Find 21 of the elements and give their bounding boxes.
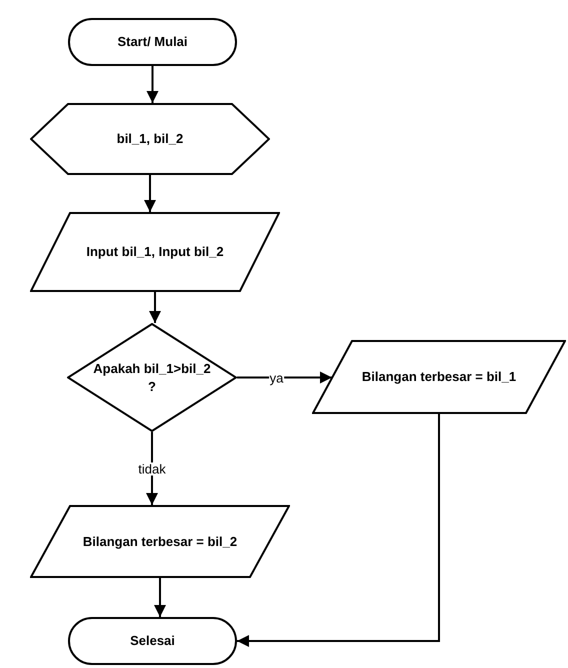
io-parallelogram — [312, 340, 566, 414]
arrow — [144, 175, 156, 212]
arrow — [237, 414, 440, 647]
terminator-shape — [68, 18, 237, 66]
node-text: Apakah bil_1>bil_2 ? — [92, 360, 212, 396]
node-text: Input bil_1, Input bil_2 — [86, 243, 224, 261]
node-text: Selesai — [130, 632, 175, 650]
arrow — [146, 66, 158, 103]
node-text: Bilangan terbesar = bil_2 — [82, 532, 238, 550]
edge-label: tidak — [137, 462, 167, 475]
node-text: Start/ Mulai — [117, 33, 188, 51]
node-text: bil_1, bil_2 — [116, 130, 184, 148]
io-parallelogram — [30, 505, 290, 578]
arrow — [149, 292, 161, 323]
node-text: Bilangan terbesar = bil_1 — [362, 368, 516, 386]
preparation-hexagon — [30, 103, 270, 175]
decision-diamond — [67, 323, 237, 432]
arrow — [154, 578, 166, 617]
io-parallelogram — [30, 212, 280, 292]
arrow — [237, 372, 332, 384]
terminator-shape — [68, 617, 237, 665]
